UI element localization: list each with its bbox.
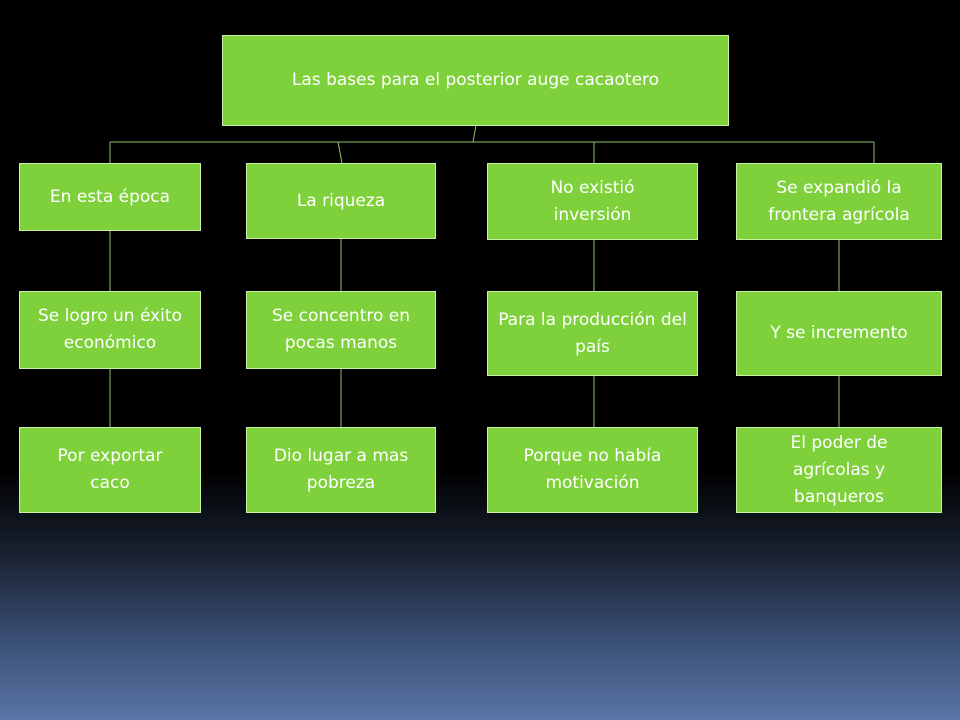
root-node: Las bases para el posterior auge cacaote…: [222, 35, 729, 126]
node-col4-level2: Y se incremento: [736, 291, 942, 376]
node-col3-level2: Para la producción del país: [487, 291, 698, 376]
node-label: El poder de agrícolas y banqueros: [790, 432, 888, 507]
node-label: Por exportar caco: [57, 446, 163, 493]
node-label: Se concentro en pocas manos: [271, 306, 411, 353]
node-col1-level2: Se logro un éxito económico: [19, 291, 201, 369]
drop-col2: [337, 141, 343, 164]
node-col2-level3: Dio lugar a mas pobreza: [246, 427, 436, 513]
node-col3-level3: Porque no había motivación: [487, 427, 698, 513]
root-stem: [472, 124, 477, 143]
node-col2-level1: La riqueza: [246, 163, 436, 239]
node-label: Se expandió la frontera agrícola: [768, 177, 910, 225]
node-col4-level3: El poder de agrícolas y banqueros: [736, 427, 942, 513]
node-col4-level1: Se expandió la frontera agrícola: [736, 163, 942, 240]
node-col1-level1: En esta época: [19, 163, 201, 231]
node-col3-level1: No existió inversión: [487, 163, 698, 240]
node-label: En esta época: [49, 186, 171, 207]
node-col1-level3: Por exportar caco: [19, 427, 201, 513]
node-col2-level2: Se concentro en pocas manos: [246, 291, 436, 369]
node-label: Para la producción del país: [498, 309, 687, 357]
node-label: Se logro un éxito económico: [38, 306, 182, 353]
node-label: Porque no había motivación: [523, 446, 662, 493]
root-node-label: Las bases para el posterior auge cacaote…: [291, 70, 660, 90]
node-label: Y se incremento: [770, 323, 908, 343]
node-label: Dio lugar a mas pobreza: [273, 446, 409, 493]
node-label: La riqueza: [296, 190, 386, 211]
node-label: No existió inversión: [550, 177, 635, 225]
